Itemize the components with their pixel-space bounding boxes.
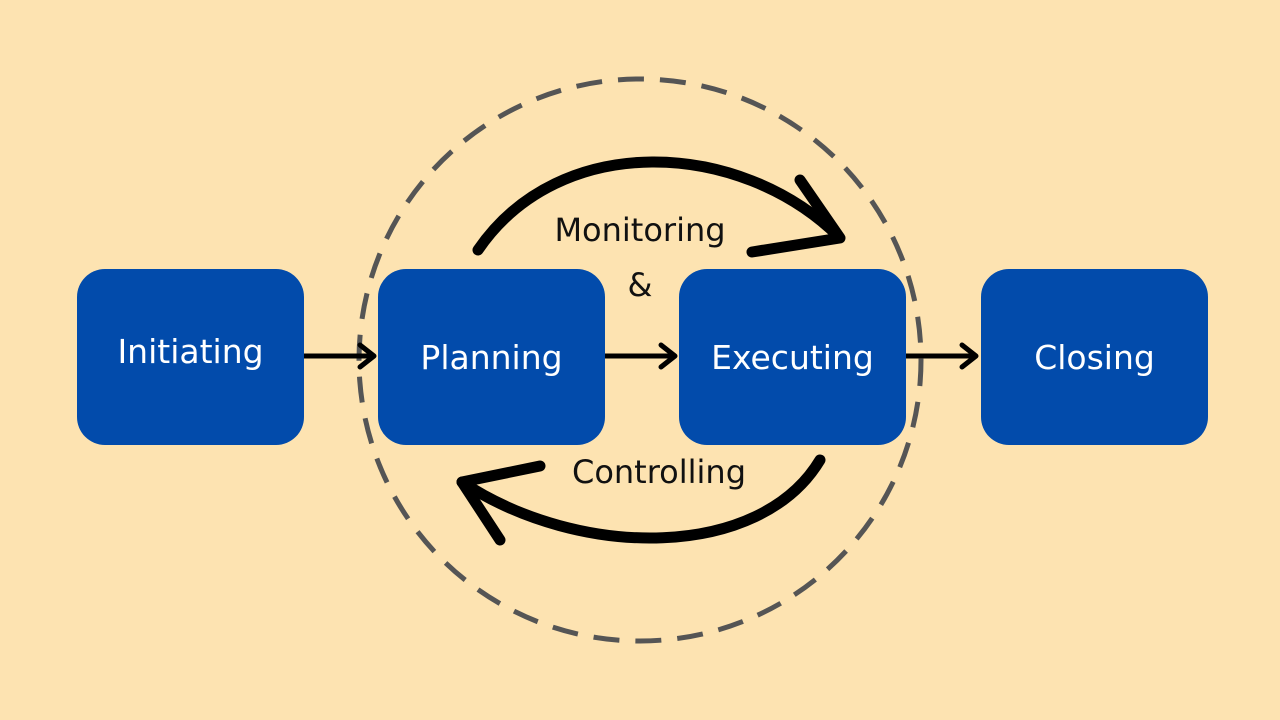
loop-label-ampersand: & [627,266,653,304]
loop-label-controlling: Controlling [571,453,747,491]
stage-executing: Executing [679,269,906,445]
loop-arrow-top [472,156,846,258]
stage-initiating: Initiating [77,269,304,445]
stage-planning-label: Planning [420,337,563,377]
stage-planning: Planning [378,269,605,445]
loop-arrow-bottom [456,454,826,546]
loop-boundary-circle [356,76,924,644]
stage-executing-label: Executing [711,337,874,377]
arrow-executing-to-closing [903,342,979,370]
stage-closing: Closing [981,269,1208,445]
arrow-initiating-to-planning [301,342,377,370]
stage-initiating-label: Initiating [117,331,264,371]
stage-closing-label: Closing [1034,337,1155,377]
loop-label-monitoring: Monitoring [554,211,726,249]
arrow-planning-to-executing [602,342,678,370]
